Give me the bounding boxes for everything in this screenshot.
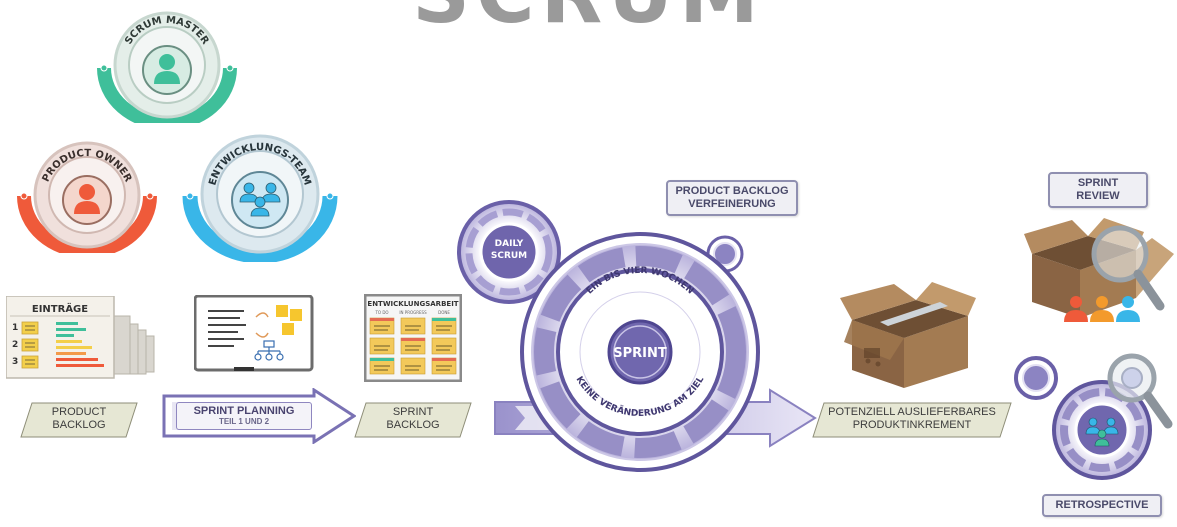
team-icon [1085, 417, 1119, 447]
refinement-tag: PRODUCT BACKLOG VERFEINERUNG [666, 180, 798, 216]
magnifier-icon [1107, 353, 1173, 429]
retrospective-illustration [1014, 353, 1173, 480]
sprint-backlog-card: ENTWICKLUNGSARBEIT TO DO IN PROGRESS DON… [364, 294, 462, 382]
sprint-label: SPRINT [613, 346, 667, 361]
column-in-progress: IN PROGRESS [399, 310, 427, 315]
product-backlog-card: EINTRÄGE 1 2 3 [6, 296, 155, 379]
sprint-planning-subtitle: TEIL 1 UND 2 [218, 417, 270, 426]
sprint-review-tag: SPRINT REVIEW [1048, 172, 1148, 208]
team-icon [1064, 296, 1140, 322]
row-number: 3 [12, 357, 18, 367]
retrospective-tag: RETROSPECTIVE [1042, 494, 1162, 517]
column-todo: TO DO [374, 310, 388, 315]
sprint-backlog-label: SPRINT BACKLOG [354, 402, 472, 438]
user-icon [154, 54, 180, 84]
increment-label: POTENZIELL AUSLIEFERBARES PRODUKTINKREME… [812, 402, 1012, 438]
page-title: SCRUM [0, 0, 1177, 41]
sprint-planning-label: SPRINT PLANNING TEIL 1 UND 2 [176, 402, 312, 430]
dev-team-role: ENTWICKLUNGS-TEAM [182, 134, 338, 262]
sprint-planning-whiteboard [194, 295, 314, 372]
team-icon [239, 182, 281, 217]
sprint-review-illustration [1024, 218, 1174, 322]
sprint-cycle: EIN BIS VIER WOCHEN KEINE VERÄNDERUNG AM… [457, 200, 817, 472]
sprint-planning-title: SPRINT PLANNING [193, 405, 295, 417]
product-backlog-header: EINTRÄGE [32, 301, 88, 315]
row-number: 1 [12, 323, 18, 333]
scrum-master-role: SCRUM MASTER [97, 11, 237, 123]
product-owner-role: PRODUCT OWNER [17, 141, 157, 253]
row-number: 2 [12, 340, 18, 350]
increment-box [840, 282, 976, 388]
user-icon [74, 184, 100, 214]
magnifier-icon [1091, 225, 1165, 311]
sprint-backlog-header: ENTWICKLUNGSARBEIT [367, 300, 458, 308]
column-done: DONE [438, 310, 450, 315]
product-backlog-label: PRODUCT BACKLOG [20, 402, 138, 438]
daily-scrum-label: DAILY SCRUM [490, 239, 528, 261]
